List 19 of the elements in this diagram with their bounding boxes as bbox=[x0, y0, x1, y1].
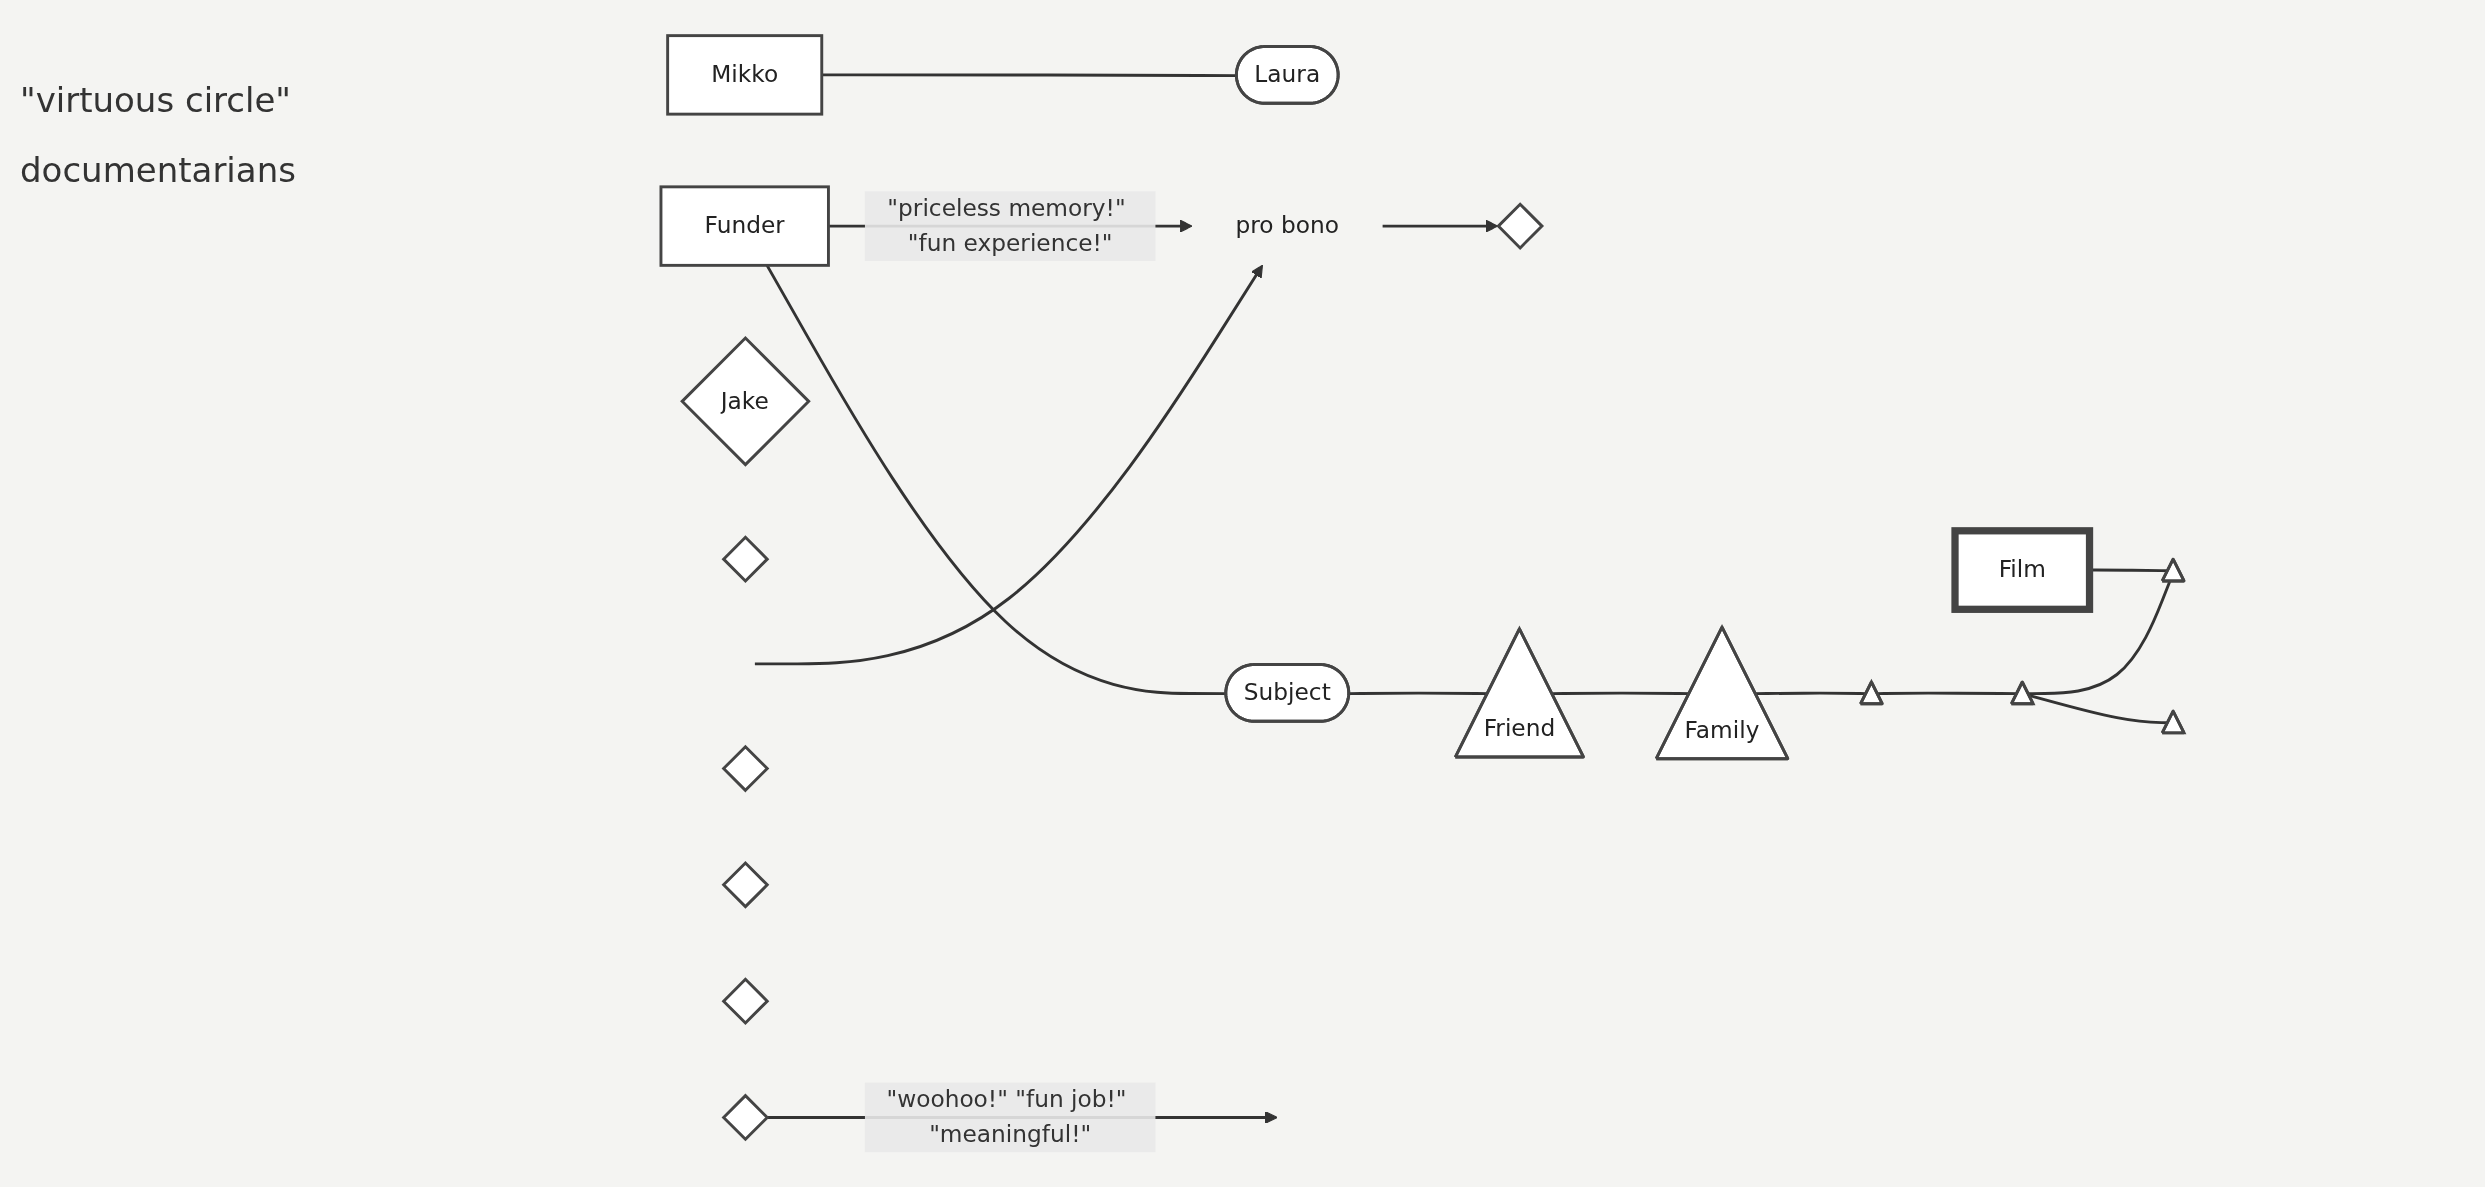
node-box: Film bbox=[1951, 526, 2094, 613]
note-text: "virtuous circle" bbox=[20, 80, 292, 120]
node-box: Mikko bbox=[666, 33, 824, 116]
node-diamond bbox=[721, 976, 770, 1025]
connector bbox=[2028, 580, 2172, 695]
edge-label: "woohoo!" "fun job!" "meaningful!" bbox=[886, 1084, 1127, 1148]
node-diamond bbox=[721, 534, 770, 583]
node-diamond bbox=[721, 860, 770, 909]
node-text: pro bono bbox=[1235, 211, 1339, 239]
node-diamond bbox=[721, 1093, 770, 1141]
node-diamond bbox=[1496, 201, 1544, 250]
node-diamond: Jake bbox=[680, 335, 811, 467]
edge-label: "priceless memory!" "fun experience!" bbox=[887, 193, 1126, 257]
node-diamond bbox=[721, 744, 770, 792]
note-text: documentarians bbox=[20, 150, 297, 190]
arrow bbox=[754, 264, 1263, 665]
arrow bbox=[1382, 219, 1499, 232]
connector bbox=[1552, 691, 1690, 695]
node-box: Funder bbox=[659, 184, 830, 267]
